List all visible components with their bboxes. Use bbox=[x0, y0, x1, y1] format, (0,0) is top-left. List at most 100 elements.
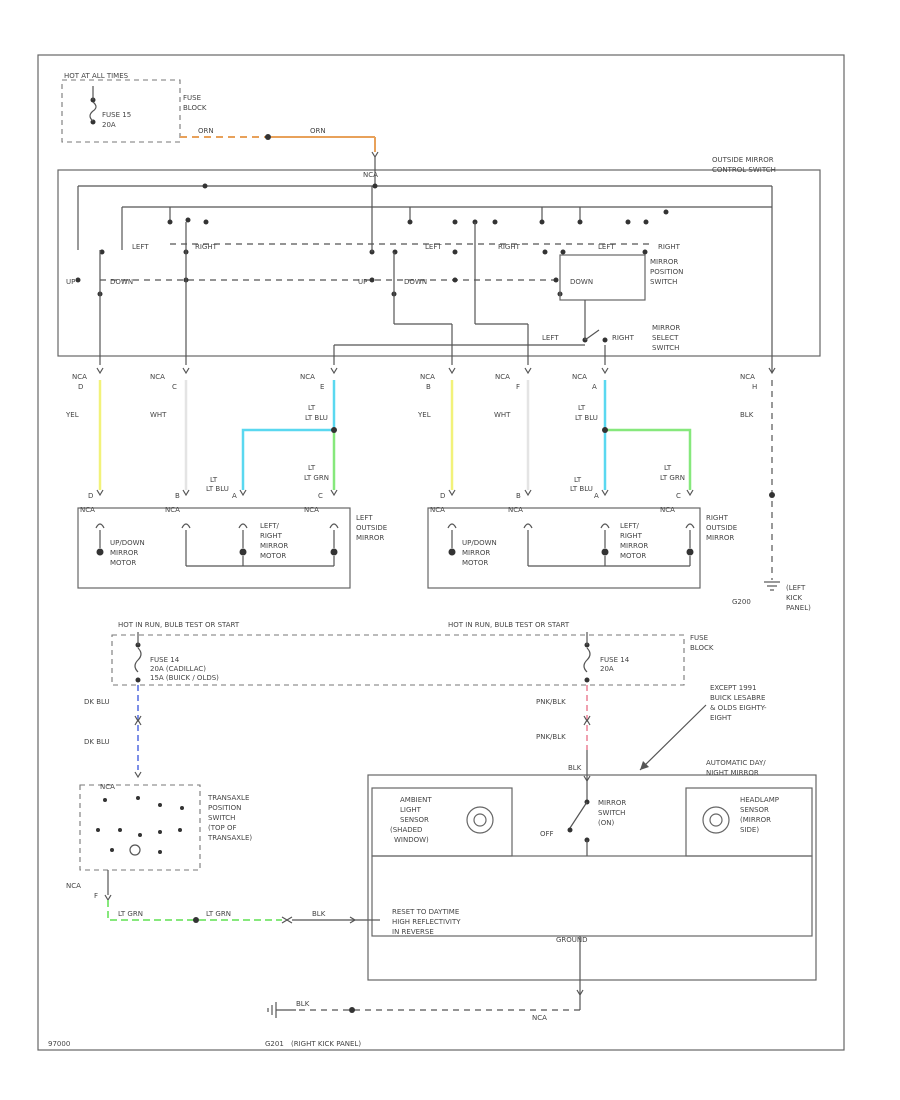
svg-text:D: D bbox=[78, 383, 83, 391]
select-switch-label-b: SELECT bbox=[652, 334, 679, 342]
left-mirror-title-a: LEFT bbox=[356, 514, 373, 522]
except-note-a: EXCEPT 1991 bbox=[710, 684, 757, 692]
except-note-c: & OLDS EIGHTY- bbox=[710, 704, 767, 712]
wire-ltgrn-right-branch bbox=[605, 428, 692, 490]
svg-text:D: D bbox=[88, 492, 93, 500]
svg-text:NCA: NCA bbox=[660, 506, 675, 514]
auto-day-night-mirror: AUTOMATIC DAY/ NIGHT MIRROR BLK AMBIENT … bbox=[367, 759, 817, 981]
left-updown-a: UP/DOWN bbox=[110, 539, 145, 547]
svg-text:B: B bbox=[175, 492, 180, 500]
headlamp-a: HEADLAMP bbox=[740, 796, 779, 804]
ambient-b: LIGHT bbox=[400, 806, 422, 814]
except-note-b: BUICK LESABRE bbox=[710, 694, 765, 702]
left-outside-mirror: LEFT OUTSIDE MIRROR D B A C LT LT BLU LT… bbox=[77, 464, 387, 589]
wire-label-ltblu-2a: LT bbox=[210, 476, 218, 484]
left-mirror-title-b: OUTSIDE bbox=[356, 524, 387, 532]
fuse-14-left-a: 20A (CADILLAC) bbox=[150, 665, 206, 673]
right-updown-c: MOTOR bbox=[462, 559, 488, 567]
fuse-14-right: FUSE 14 bbox=[600, 656, 630, 664]
svg-text:C: C bbox=[676, 492, 681, 500]
left-mirror-title-c: MIRROR bbox=[356, 534, 384, 542]
transaxle-label-e: TRANSAXLE) bbox=[207, 834, 252, 842]
cs-down-1: DOWN bbox=[110, 278, 133, 286]
right-leftright-c: MIRROR bbox=[620, 542, 648, 550]
right-leftright-a: LEFT/ bbox=[620, 522, 640, 530]
control-switch-nca: NCA bbox=[363, 171, 378, 179]
left-updown-c: MOTOR bbox=[110, 559, 136, 567]
wire-ltblu-left-branch bbox=[241, 428, 334, 490]
wire-label-ltgrn-1: LT GRN bbox=[304, 474, 329, 482]
connector-c2: NCA C bbox=[150, 367, 190, 391]
mirror-position-switch-box bbox=[559, 254, 646, 301]
pnkblk-label-2: PNK/BLK bbox=[536, 733, 566, 741]
right-mirror-title-b: OUTSIDE bbox=[706, 524, 737, 532]
left-leftright-c: MIRROR bbox=[260, 542, 288, 550]
control-switch-box bbox=[57, 169, 821, 357]
control-switch-title-b: CONTROL SWITCH bbox=[712, 166, 776, 174]
wire-label-ltgrn-2a: LT bbox=[664, 464, 672, 472]
except-arrow bbox=[639, 704, 707, 771]
svg-text:H: H bbox=[752, 383, 757, 391]
transaxle-position-switch: NCA TRANSAXLE POSITION SWITCH (TOP OF TR… bbox=[66, 783, 252, 902]
svg-text:E: E bbox=[320, 383, 324, 391]
connector-c4: NCA B bbox=[420, 367, 456, 391]
wire-label-wht-2: WHT bbox=[494, 411, 511, 419]
wire-label-blk-1: BLK bbox=[740, 411, 754, 419]
svg-text:NCA: NCA bbox=[495, 373, 510, 381]
g200-desc-b: KICK bbox=[786, 594, 803, 602]
right-mirror-title-a: RIGHT bbox=[706, 514, 729, 522]
svg-text:NCA: NCA bbox=[740, 373, 755, 381]
ambient-c: SENSOR bbox=[400, 816, 429, 824]
connector-row: NCA D NCA C NCA E NCA B NCA F NCA A bbox=[72, 367, 776, 391]
svg-text:C: C bbox=[318, 492, 323, 500]
cs-left-2: LEFT bbox=[425, 243, 442, 251]
orn-wire-label-1: ORN bbox=[198, 127, 214, 135]
fuse-14-left: FUSE 14 bbox=[150, 656, 180, 664]
reset-text-b: HIGH REFLECTIVITY bbox=[392, 918, 461, 926]
svg-text:F: F bbox=[516, 383, 520, 391]
reset-text-a: RESET TO DAYTIME bbox=[392, 908, 459, 916]
connector-c1: NCA D bbox=[72, 367, 104, 391]
g201-desc: (RIGHT KICK PANEL) bbox=[291, 1040, 361, 1048]
svg-text:A: A bbox=[592, 383, 597, 391]
hot-in-run-left: HOT IN RUN, BULB TEST OR START bbox=[118, 621, 240, 629]
ground-g200: G200 (LEFT KICK PANEL) bbox=[732, 492, 811, 612]
transaxle-ltgrn-1: LT GRN bbox=[118, 910, 143, 918]
headlamp-d: SIDE) bbox=[740, 826, 759, 834]
hot-in-run-right: HOT IN RUN, BULB TEST OR START bbox=[448, 621, 570, 629]
wire-label-wht-1: WHT bbox=[150, 411, 167, 419]
cs-left-3: LEFT bbox=[598, 243, 615, 251]
orn-wire-label-2: ORN bbox=[310, 127, 326, 135]
wire-label-ltblu-1: LT BLU bbox=[305, 414, 328, 422]
pnkblk-label-1: PNK/BLK bbox=[536, 698, 566, 706]
ground-g201: G201 (RIGHT KICK PANEL) bbox=[265, 1002, 361, 1048]
g200-desc-c: PANEL) bbox=[786, 604, 811, 612]
svg-text:NCA: NCA bbox=[572, 373, 587, 381]
lower-fuse-block: HOT IN RUN, BULB TEST OR START HOT IN RU… bbox=[111, 621, 714, 686]
select-switch-label-c: SWITCH bbox=[652, 344, 679, 352]
cs-right-3: RIGHT bbox=[658, 243, 681, 251]
left-leftright-a: LEFT/ bbox=[260, 522, 280, 530]
transaxle-label-b: POSITION bbox=[208, 804, 241, 812]
svg-text:NCA: NCA bbox=[508, 506, 523, 514]
fuse-14-right-amp: 20A bbox=[600, 665, 614, 673]
lower-fuse-block-b: BLOCK bbox=[690, 644, 714, 652]
wire-label-ltblu-3: LT BLU bbox=[575, 414, 598, 422]
svg-text:D: D bbox=[440, 492, 445, 500]
svg-text:B: B bbox=[516, 492, 521, 500]
svg-text:A: A bbox=[232, 492, 237, 500]
wire-label-ltgrn-1a: LT bbox=[308, 464, 316, 472]
wire-label-ltblu-2: LT BLU bbox=[206, 485, 229, 493]
except-note-d: EIGHT bbox=[710, 714, 732, 722]
svg-text:F: F bbox=[94, 892, 98, 900]
switch-contacts bbox=[167, 207, 669, 225]
svg-text:NCA: NCA bbox=[150, 373, 165, 381]
control-switch-title-a: OUTSIDE MIRROR bbox=[712, 156, 774, 164]
auto-ground-label: GROUND bbox=[556, 936, 588, 944]
fuse-block-label-b: BLOCK bbox=[183, 104, 207, 112]
connector-c6: NCA A bbox=[572, 367, 609, 391]
svg-text:NCA: NCA bbox=[300, 373, 315, 381]
right-leftright-b: RIGHT bbox=[620, 532, 643, 540]
wire-label-ltblu-3a: LT bbox=[578, 404, 586, 412]
wire-label-ltblu-1a: LT bbox=[308, 404, 316, 412]
